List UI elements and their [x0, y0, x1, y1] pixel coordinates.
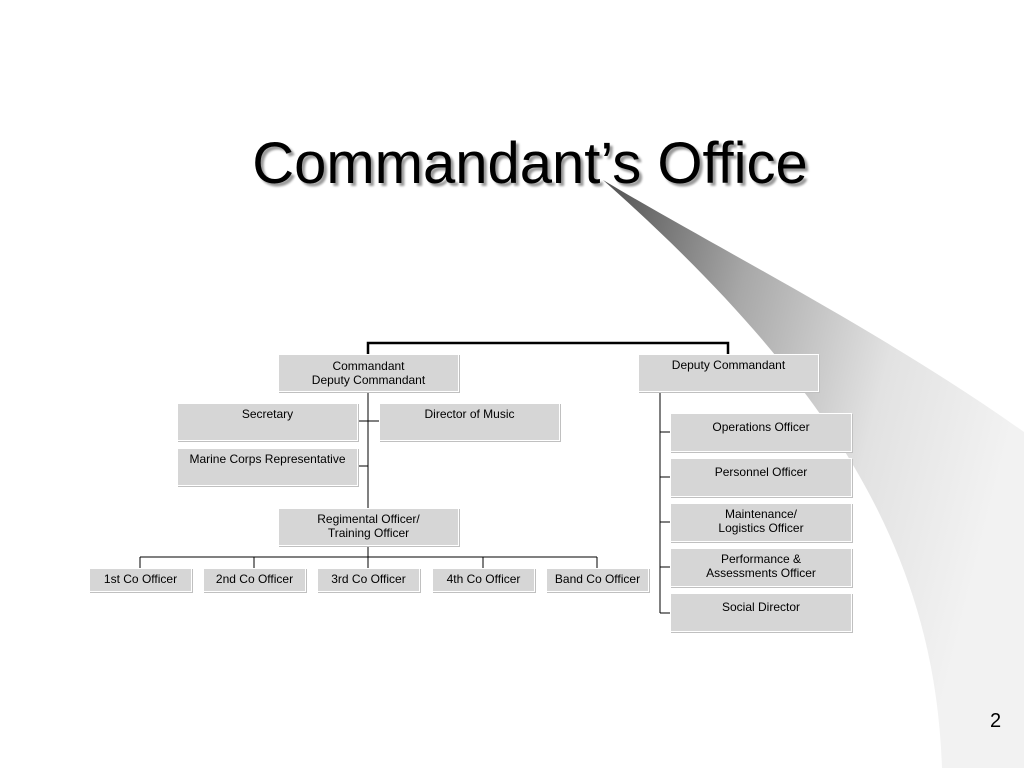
deputy-commandant-box: Deputy Commandant: [638, 354, 819, 392]
operations-officer-box: Operations Officer: [670, 413, 852, 452]
company-officer-box: 3rd Co Officer: [317, 568, 420, 592]
company-officer-box: 4th Co Officer: [432, 568, 535, 592]
company-officer-box: 2nd Co Officer: [203, 568, 306, 592]
secretary-box: Secretary: [177, 403, 358, 441]
slide-title: Commandant’s Office: [252, 131, 808, 196]
personnel-officer-box: Personnel Officer: [670, 458, 852, 497]
marine-corps-representative-box: Marine Corps Representative: [177, 448, 358, 486]
company-officer-box: Band Co Officer: [546, 568, 649, 592]
page-number: 2: [990, 710, 1002, 732]
maintenance-logistics-officer-box: Maintenance/ Logistics Officer: [670, 503, 852, 542]
company-officer-box: 1st Co Officer: [89, 568, 192, 592]
performance-assessments-officer-box: Performance & Assessments Officer: [670, 548, 852, 587]
social-director-box: Social Director: [670, 593, 852, 632]
director-of-music-box: Director of Music: [379, 403, 560, 441]
regimental-officer-box: Regimental Officer/ Training Officer: [278, 508, 459, 546]
commandant-box: Commandant Deputy Commandant: [278, 354, 459, 392]
